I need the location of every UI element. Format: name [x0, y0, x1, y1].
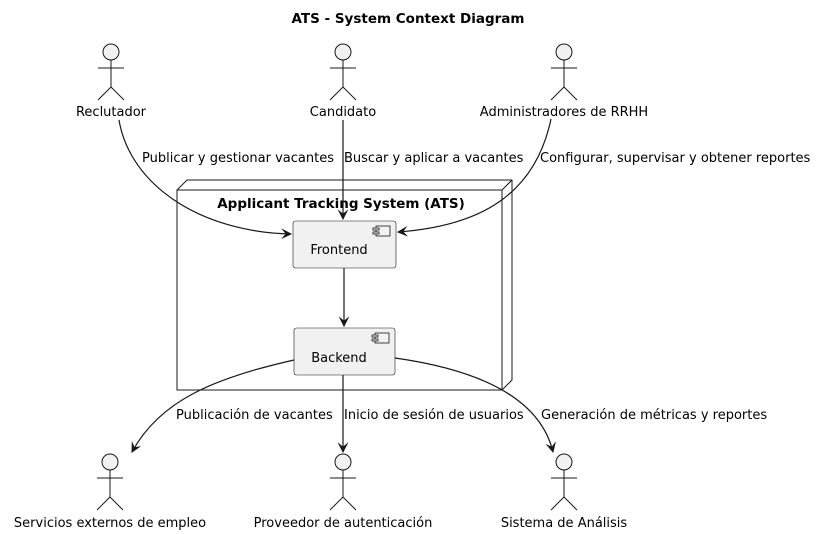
actor-label: Reclutador	[76, 105, 147, 120]
edge-label: Inicio de sesión de usuarios	[344, 408, 524, 423]
edge-label: Generación de métricas y reportes	[541, 408, 767, 423]
edge-backend-analisis	[394, 357, 556, 454]
backend-component[interactable]: Backend	[293, 327, 396, 376]
actor-label: Sistema de Análisis	[501, 516, 628, 531]
edge-label: Publicar y gestionar vacantes	[142, 151, 334, 166]
frontend-label: Frontend	[310, 243, 367, 258]
edge-backend-servicios	[131, 359, 295, 453]
actor-sistema-analisis[interactable]: Sistema de Análisis	[501, 453, 628, 531]
actor-label: Candidato	[310, 105, 376, 120]
backend-label: Backend	[311, 351, 367, 366]
actor-proveedor-autenticacion[interactable]: Proveedor de autenticación	[254, 453, 433, 531]
actor-label: Servicios externos de empleo	[14, 516, 206, 531]
actor-label: Proveedor de autenticación	[254, 516, 433, 531]
actor-reclutador[interactable]: Reclutador	[76, 43, 147, 120]
edge-label: Buscar y aplicar a vacantes	[344, 151, 524, 166]
component-icon	[371, 332, 390, 344]
actor-servicios-externos[interactable]: Servicios externos de empleo	[14, 453, 206, 531]
diagram-title: ATS - System Context Diagram	[292, 11, 525, 27]
edge-label: Configurar, supervisar y obtener reporte…	[540, 151, 811, 166]
component-icon	[372, 225, 391, 237]
edge-admin-frontend	[396, 118, 552, 237]
actor-candidato[interactable]: Candidato	[310, 43, 376, 120]
edge-label: Publicación de vacantes	[176, 408, 333, 423]
actor-label: Administradores de RRHH	[480, 105, 648, 120]
edge-reclutador-frontend	[118, 119, 293, 240]
actor-admin-rrhh[interactable]: Administradores de RRHH	[480, 43, 648, 120]
frontend-component[interactable]: Frontend	[292, 220, 397, 269]
system-name: Applicant Tracking System (ATS)	[217, 196, 465, 212]
